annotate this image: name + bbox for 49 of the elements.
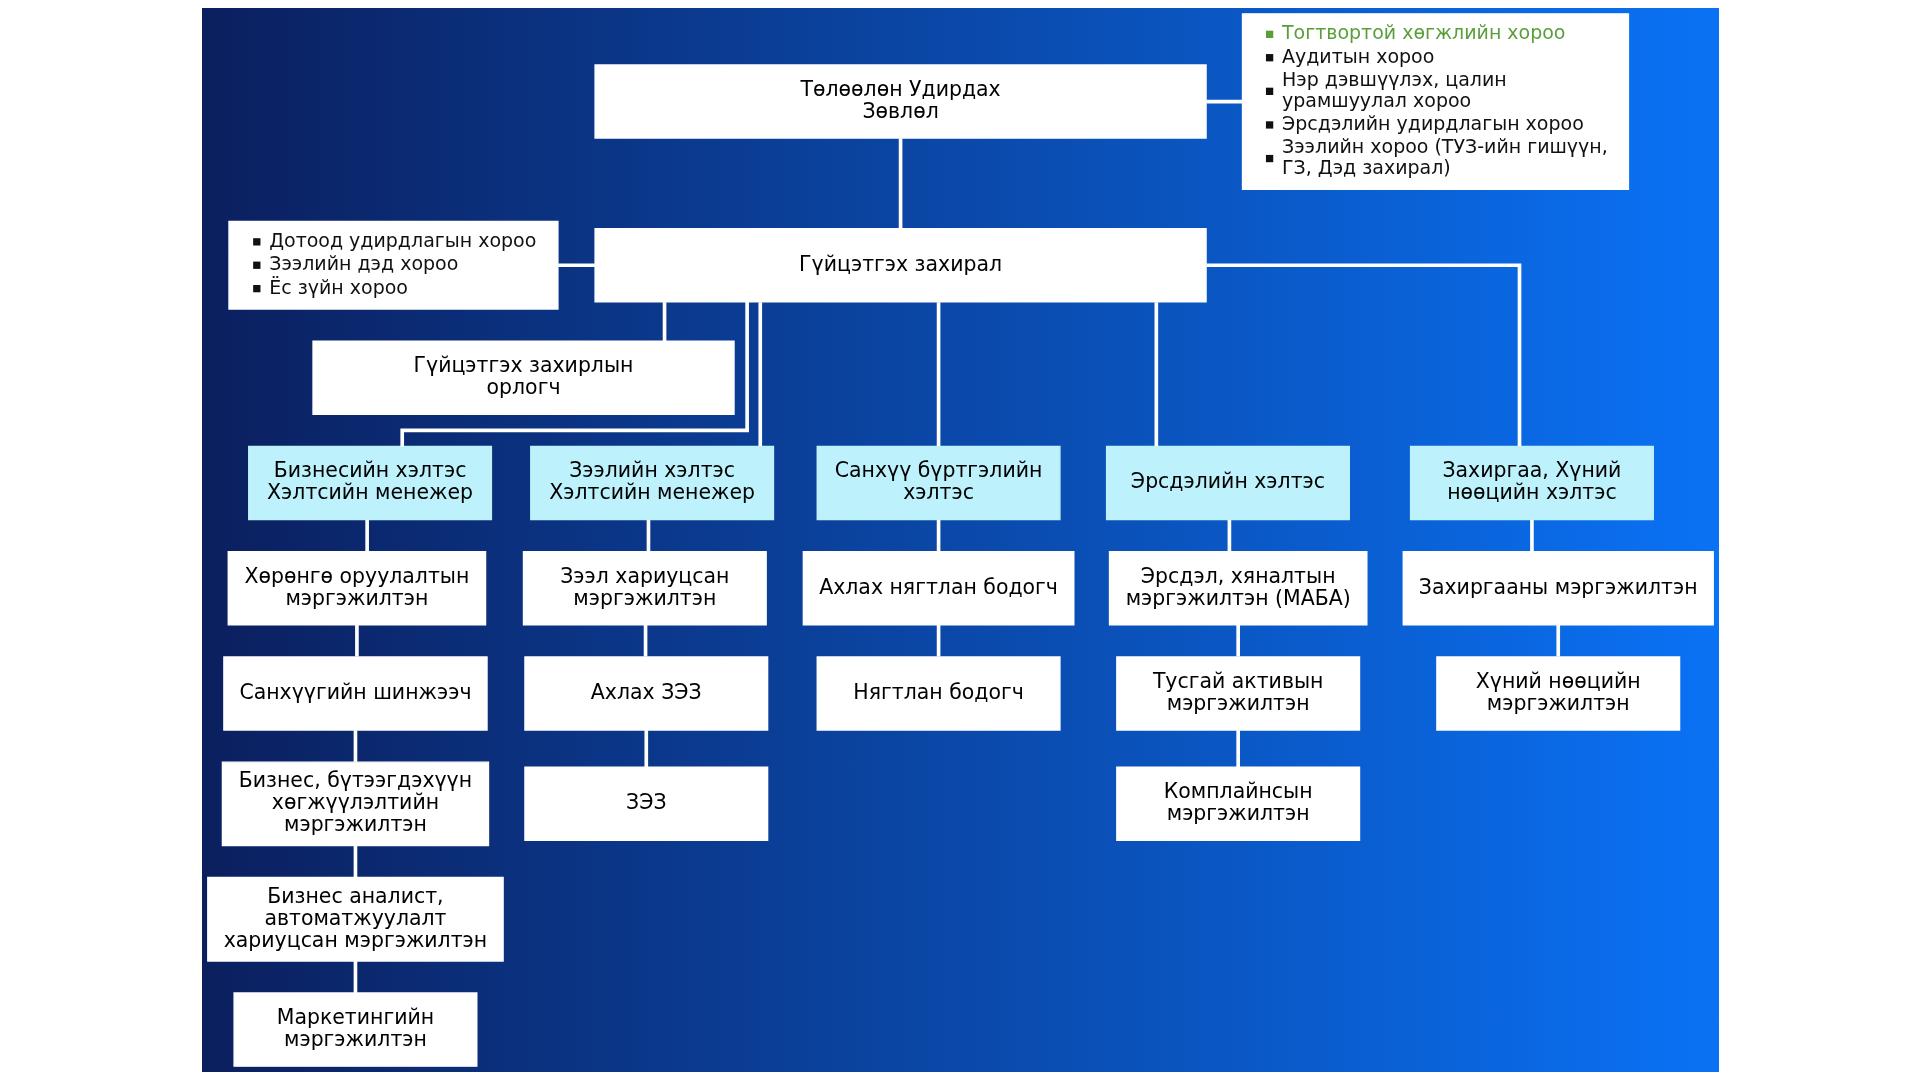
connector	[1154, 302, 1158, 446]
connector	[353, 845, 357, 878]
node-box: Бизнес, бүтээгдэхүүн хөгжүүлэлтийн мэргэжилтэн	[221, 761, 489, 847]
node-box: Эрсдэлийн хэлтэс	[1105, 445, 1350, 521]
node-box: Нягтлан бодогч	[816, 656, 1061, 731]
node-box: Гүйцэтгэх захирлын орлогч	[311, 340, 735, 416]
connector	[936, 519, 940, 552]
connector	[353, 730, 357, 762]
node-box: Комплайнсын мэргэжилтэн	[1115, 766, 1360, 842]
connector	[1235, 625, 1240, 657]
node-box: Ахлах нягтлан бодогч	[802, 550, 1074, 626]
node-box: Зээл хариуцсан мэргэжилтэн	[522, 550, 767, 626]
node-box: Эрсдэл, хяналтын мэргэжилтэн (МАБА)	[1108, 550, 1367, 626]
connector	[646, 519, 650, 552]
node-box: Захиргаа, Хүний нөөцийн хэлтэс	[1409, 445, 1654, 521]
connector	[1555, 625, 1560, 657]
connector	[1227, 519, 1231, 552]
node-box: Гүйцэтгэх захирал	[593, 228, 1207, 303]
node-box: Төлөөлөн Удирдах Зөвлөл	[593, 64, 1207, 139]
node-box: Ахлах ЗЭЗ	[523, 656, 768, 731]
node-box: Маркетингийн мэргэжилтэн	[232, 992, 477, 1067]
connector	[898, 138, 902, 229]
connector	[936, 302, 940, 446]
connector	[557, 263, 595, 268]
node-box: Тогтвортой хөгжлийн хороо Аудитын хороо Нэр дэвшүүлэх, цалин урамшуулал хороо Эрсдэлийн удирдлагын хороо Зээлийн хороо (ТУЗ-ийн гишүүн, ГЗ, Дэд захирал)	[1241, 13, 1629, 190]
node-box: Хүний нөөцийн мэргэжилтэн	[1435, 656, 1680, 731]
connector	[399, 301, 749, 447]
connector	[1235, 730, 1240, 768]
node-box: Дотоод удирдлагын хороо Зээлийн дэд хороо Ёс зүйн хороо	[227, 220, 559, 310]
node-box: Хөрөнгө оруулалтын мэргэжилтэн	[227, 550, 486, 626]
node-box: Тусгай активын мэргэжилтэн	[1115, 656, 1360, 731]
connector	[936, 625, 940, 657]
connector	[1205, 99, 1242, 104]
node-box: ЗЭЗ	[523, 766, 768, 842]
connector	[757, 302, 762, 446]
connector	[364, 519, 369, 552]
node-box: Бизнес аналист, автоматжуулалт хариуцсан мэргэжилтэн	[206, 876, 504, 962]
connector	[1205, 263, 1521, 447]
node-box: Захиргааны мэргэжилтэн	[1402, 550, 1714, 626]
node-box: Зээлийн хэлтэс Хэлтсийн менежер	[529, 445, 774, 521]
connector	[643, 730, 648, 768]
node-box: Санхүү бүртгэлийн хэлтэс	[816, 445, 1061, 521]
connector	[354, 625, 359, 657]
node-box: Санхүүгийн шинжээч	[222, 656, 488, 731]
node-box: Бизнесийн хэлтэс Хэлтсийн менежер	[247, 445, 492, 521]
connector	[662, 302, 666, 342]
connector	[353, 960, 357, 993]
connector	[1529, 519, 1534, 552]
connector	[643, 625, 647, 657]
